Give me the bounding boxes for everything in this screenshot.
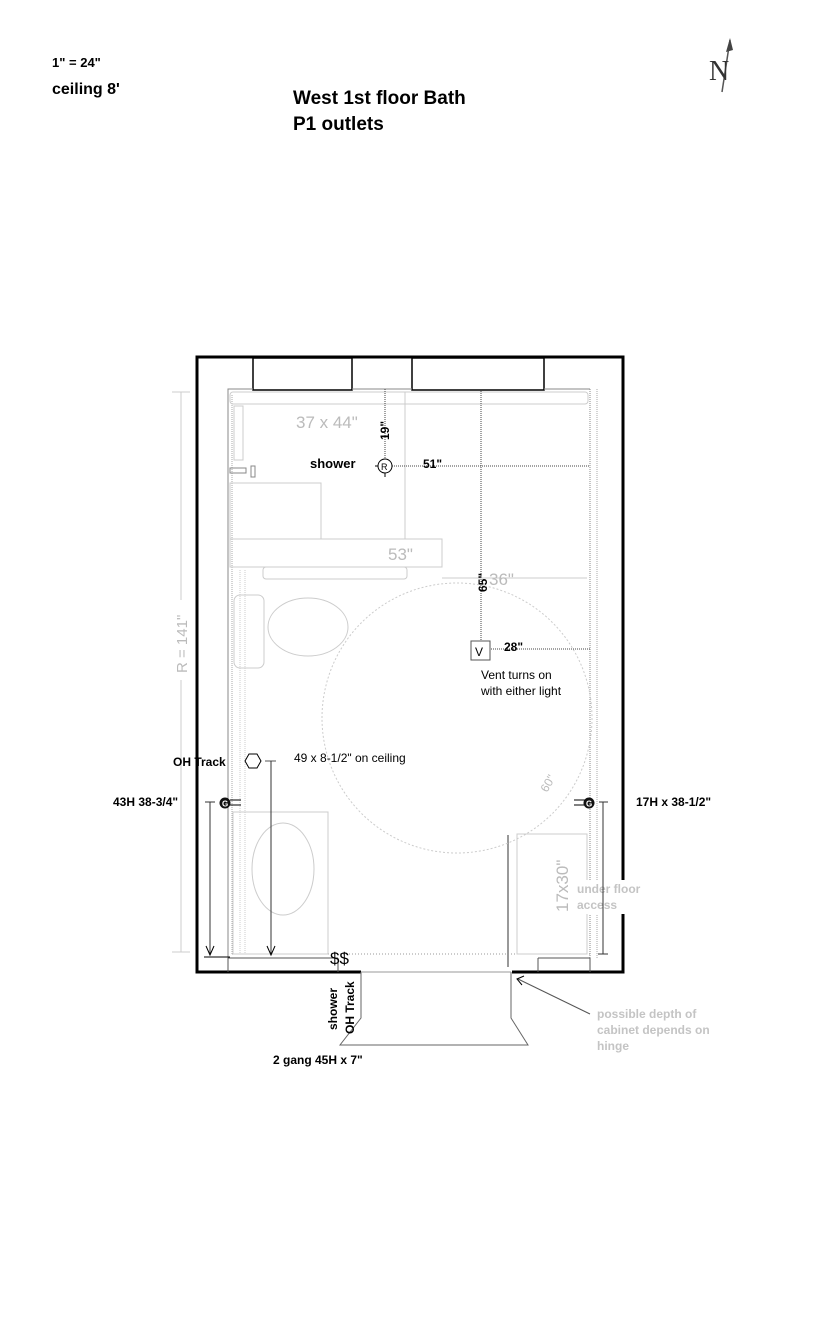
hinge-note-line1: possible depth of xyxy=(597,1007,697,1021)
left-outlet-label: 43H 38-3/4" xyxy=(113,795,178,809)
vent-note-line1: Vent turns on xyxy=(481,668,552,682)
switch-symbols: $$ xyxy=(330,949,349,968)
svg-text:V: V xyxy=(475,645,483,659)
room-length-label: R = 141" xyxy=(174,615,191,673)
switch-oh-track-label: OH Track xyxy=(343,981,357,1034)
hinge-note-line3: hinge xyxy=(597,1039,629,1053)
svg-text:G: G xyxy=(222,800,228,809)
oh-track-hexagon-icon xyxy=(244,753,262,769)
gang-label: 2 gang 45H x 7" xyxy=(273,1053,363,1067)
hinge-note-line2: cabinet depends on xyxy=(597,1023,710,1037)
cabinet-size-label: 17x30" xyxy=(553,860,572,912)
shower-size-label: 37 x 44" xyxy=(296,413,358,432)
ceiling-label: ceiling 8' xyxy=(52,81,120,98)
dim-51-label: 51" xyxy=(423,457,442,471)
dim-36-label: 36" xyxy=(489,570,514,589)
dim-19-label: 19" xyxy=(378,421,392,440)
scale-label: 1" = 24" xyxy=(52,55,101,70)
window-left xyxy=(252,357,353,391)
vent-symbol: V xyxy=(470,640,491,661)
dim-28-label: 28" xyxy=(504,640,523,654)
right-gfci-outlet-icon: G xyxy=(574,797,595,809)
vent-note-line2: with either light xyxy=(480,684,562,698)
svg-text:G: G xyxy=(586,800,592,809)
circle-diameter-label: 60" xyxy=(537,772,558,794)
north-compass-icon: N xyxy=(709,38,733,93)
switch-shower-label: shower xyxy=(326,988,340,1030)
shower-label: shower xyxy=(310,456,356,471)
window-right xyxy=(411,357,545,391)
dim-53-label: 53" xyxy=(388,545,413,564)
under-floor-line1: under floor xyxy=(577,882,641,896)
plan-title: West 1st floor Bath xyxy=(293,88,466,109)
svg-text:N: N xyxy=(709,56,729,87)
oh-track-size-label: 49 x 8-1/2" on ceiling xyxy=(294,751,406,765)
plan-subtitle: P1 outlets xyxy=(293,114,384,135)
doorway xyxy=(338,835,529,1046)
under-floor-line2: access xyxy=(577,898,617,912)
right-outlet-label: 17H x 38-1/2" xyxy=(636,795,711,809)
svg-text:R: R xyxy=(381,462,388,472)
left-gfci-outlet-icon: G xyxy=(219,797,241,809)
walls xyxy=(195,355,625,974)
receptacle-symbol: R xyxy=(375,458,393,477)
fixtures xyxy=(232,582,593,955)
oh-track-label: OH Track xyxy=(173,755,226,769)
dim-65-label: 65" xyxy=(476,573,490,592)
